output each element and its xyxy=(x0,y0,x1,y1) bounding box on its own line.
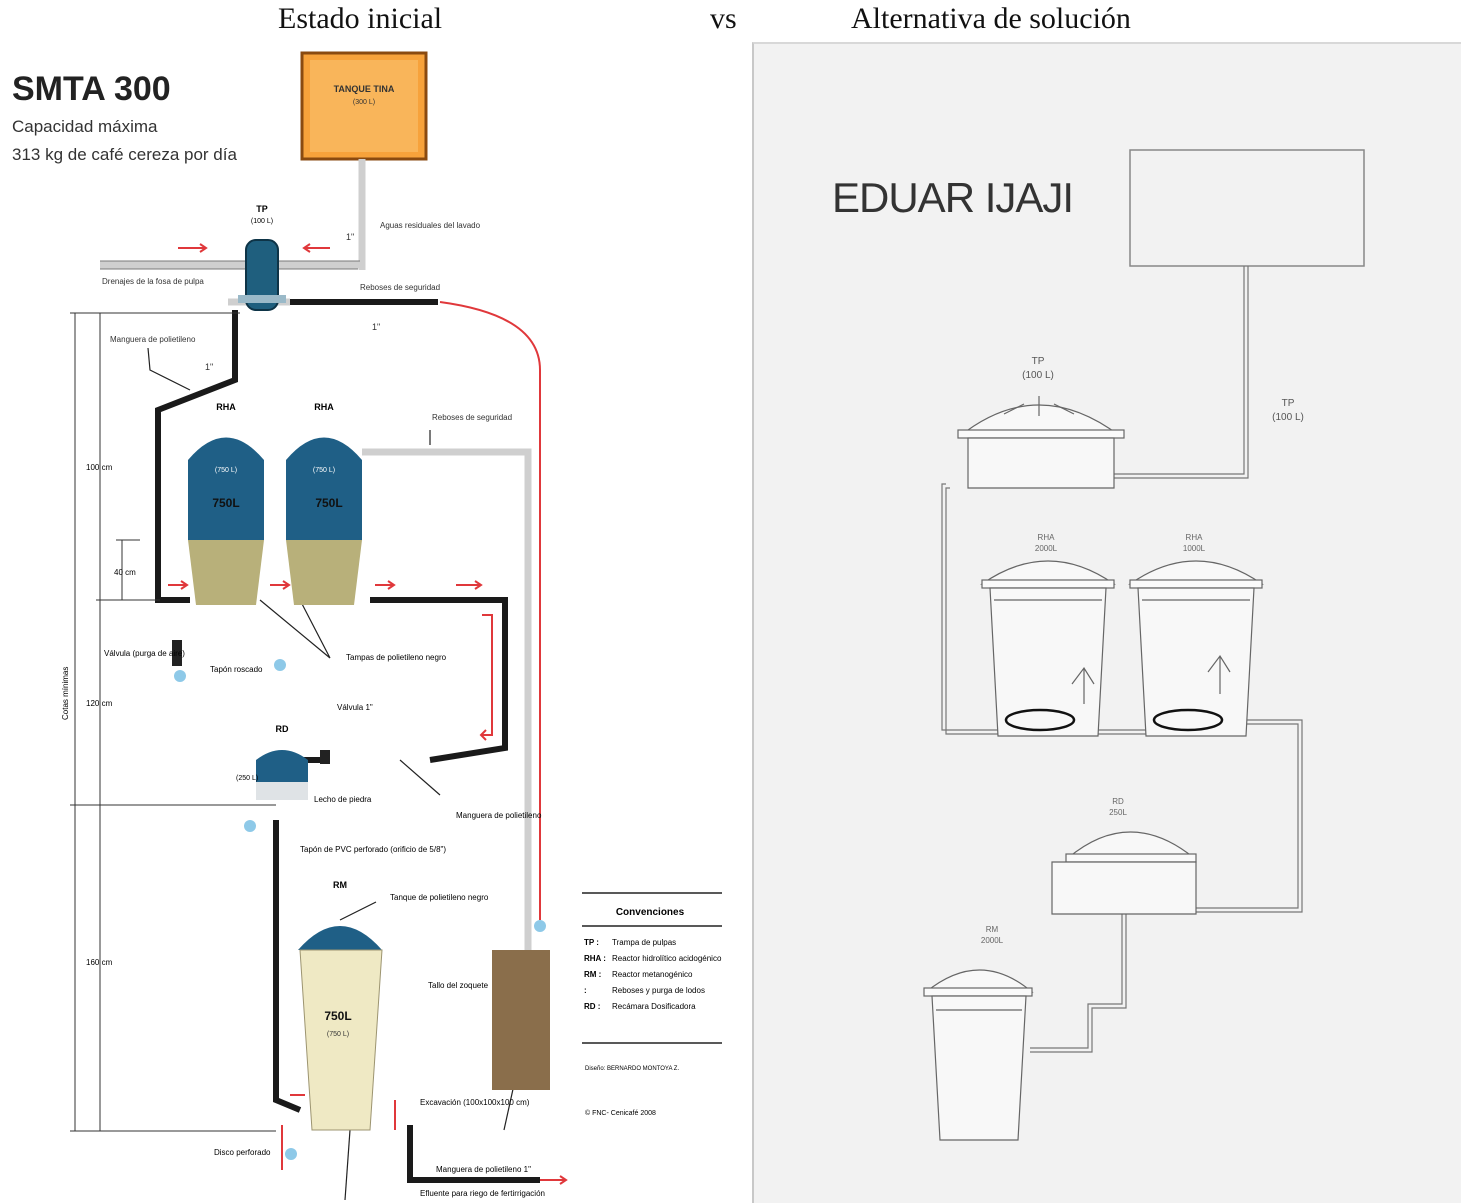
capacity-label: Capacidad máxima xyxy=(12,117,158,136)
tp-label: TP xyxy=(1032,356,1045,367)
convention-desc: Trampa de pulpas xyxy=(612,938,676,947)
reboses-label: Reboses de seguridad xyxy=(360,283,440,292)
svg-text:RHA: RHA xyxy=(216,402,236,412)
tanque-negro-label: Tanque de polietileno negro xyxy=(390,893,489,902)
tanque-tina: TANQUE TINA (300 L) xyxy=(300,51,428,161)
solution-rha-tank-1 xyxy=(980,560,1116,737)
solution-title: EDUAR IJAJI xyxy=(832,174,1073,221)
svg-text:RD: RD xyxy=(276,724,289,734)
right-heading: Alternativa de solución xyxy=(851,2,1131,35)
left-heading: Estado inicial xyxy=(278,2,443,35)
conventions-box: Convenciones xyxy=(582,892,722,1044)
excavacion-label: Excavación (100x100x100 cm) xyxy=(420,1098,530,1107)
solution-rd-tank xyxy=(1051,831,1197,915)
trampa-pulpas: TP (100 L) xyxy=(238,204,286,311)
initial-state-diagram: SMTA 300 Capacidad máxima 313 kg de café… xyxy=(12,51,722,1201)
svg-text:TP: TP xyxy=(256,204,268,214)
tp-cap: (100 L) xyxy=(1022,370,1054,381)
svg-text:750L: 750L xyxy=(212,496,239,510)
rm-label: RM xyxy=(986,925,999,934)
dim-100: 100 cm xyxy=(86,463,113,472)
convention-desc: Reboses y purga de lodos xyxy=(612,986,705,995)
pipe-size-3: 1" xyxy=(205,362,213,372)
manguera-label: Manguera de polietileno xyxy=(110,335,196,344)
rha-tank-right: RHA (750 L) 750L xyxy=(286,402,362,605)
rd-cap: (250 L) xyxy=(236,775,258,782)
svg-text:(300 L): (300 L) xyxy=(353,99,375,106)
cotas-label: Cotas mínimas xyxy=(61,667,70,720)
tampas-label: Tampas de polietileno negro xyxy=(346,653,447,662)
tp2-cap: (100 L) xyxy=(1272,412,1304,423)
rha1-cap: 2000L xyxy=(1035,544,1058,553)
svg-text:RHA: RHA xyxy=(314,402,334,412)
pipe-size-1: 1" xyxy=(346,232,354,242)
convention-desc: Recámara Dosificadora xyxy=(612,1002,696,1011)
svg-text:TANQUE TINA: TANQUE TINA xyxy=(334,84,395,94)
rm-tank: RM 750L (750 L) xyxy=(298,880,383,1131)
convention-code: : xyxy=(584,986,587,995)
manguera2-label: Manguera de polietileno xyxy=(456,811,542,820)
svg-text:(750 L): (750 L) xyxy=(313,467,335,474)
initial-state-panel: SMTA 300 Capacidad máxima 313 kg de café… xyxy=(0,40,748,1201)
rha2-cap: 1000L xyxy=(1183,544,1206,553)
tp2-label: TP xyxy=(1282,398,1295,409)
copyright: © FNC- Cenicafé 2008 xyxy=(585,1109,656,1117)
svg-text:RM: RM xyxy=(333,880,347,890)
rha-tank-left: RHA (750 L) 750L xyxy=(188,402,264,605)
rd-cap: 250L xyxy=(1109,808,1127,817)
solution-panel: EDUAR IJAJI TP (100 L) TP (100 L) RHA 20… xyxy=(752,42,1461,1203)
convention-code: RHA : xyxy=(584,954,606,963)
pipe-size-2: 1" xyxy=(372,322,380,332)
aguas-label: Aguas residuales del lavado xyxy=(380,221,481,230)
solution-rha-tank-2 xyxy=(1128,560,1264,737)
disco-label: Disco perforado xyxy=(214,1148,271,1157)
rd-label: RD xyxy=(1112,797,1124,806)
svg-text:(750 L): (750 L) xyxy=(327,1031,349,1038)
top-tank-box xyxy=(1129,149,1365,267)
convention-desc: Reactor hidrolítico acidogénico xyxy=(612,954,722,963)
dimension-lines xyxy=(70,312,276,1132)
svg-text:(100 L): (100 L) xyxy=(251,218,273,225)
solution-tp-tank xyxy=(957,396,1125,489)
dim-120: 120 cm xyxy=(86,699,113,708)
tapon-roscado-label: Tapón roscado xyxy=(210,665,263,674)
efluente-label: Efluente para riego de fertirrigación xyxy=(420,1189,545,1198)
convention-code: TP : xyxy=(584,938,599,947)
solution-rm-tank xyxy=(923,969,1034,1141)
convention-desc: Reactor metanogénico xyxy=(612,970,693,979)
tapon-pvc-label: Tapón de PVC perforado (orificio de 5/8"… xyxy=(300,845,446,854)
pipe-outline xyxy=(100,260,360,270)
valvula-1-label: Válvula 1" xyxy=(337,703,373,712)
dim-40: 40 cm xyxy=(114,568,136,577)
rha1-label: RHA xyxy=(1038,533,1056,542)
svg-text:(750 L): (750 L) xyxy=(215,467,237,474)
capacity-value: 313 kg de café cereza por día xyxy=(12,145,237,164)
reboses-seg2-label: Reboses de seguridad xyxy=(432,413,512,422)
drenajes-label: Drenajes de la fosa de pulpa xyxy=(102,277,204,286)
rha2-label: RHA xyxy=(1186,533,1204,542)
rd-tank: RD xyxy=(256,724,308,800)
flow-arrows xyxy=(168,243,568,1185)
credit: Diseño: BERNARDO MONTOYA Z. xyxy=(585,1066,679,1072)
vs-label: vs xyxy=(710,2,737,35)
solution-diagram: EDUAR IJAJI TP (100 L) TP (100 L) RHA 20… xyxy=(832,149,1365,1141)
tallo-label: Tallo del zoquete xyxy=(428,981,489,990)
convention-code: RM : xyxy=(584,970,601,979)
convention-code: RD : xyxy=(584,1002,600,1011)
manguera3-label: Manguera de polietileno 1" xyxy=(436,1165,531,1174)
svg-text:750L: 750L xyxy=(324,1009,351,1023)
dim-160: 160 cm xyxy=(86,958,113,967)
svg-text:Convenciones: Convenciones xyxy=(616,907,685,918)
svg-text:750L: 750L xyxy=(315,496,342,510)
valvula-purga-label: Válvula (purga de aire) xyxy=(104,649,185,658)
smta-title: SMTA 300 xyxy=(12,70,171,108)
lecho-label: Lecho de piedra xyxy=(314,795,372,804)
zoquete xyxy=(492,950,550,1090)
small-fittings xyxy=(172,640,546,1160)
rm-cap: 2000L xyxy=(981,936,1004,945)
